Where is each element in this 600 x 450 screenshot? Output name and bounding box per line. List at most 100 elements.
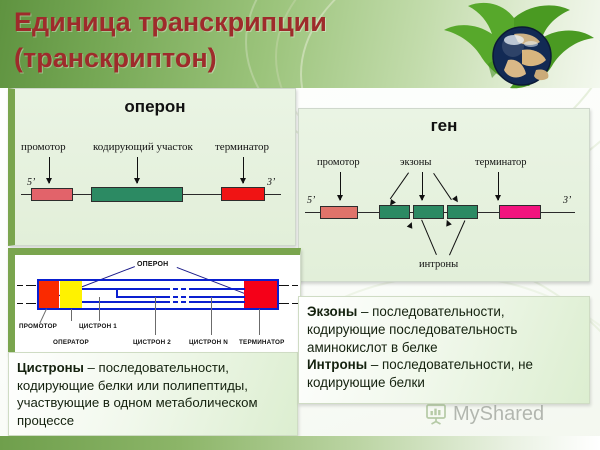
cistron-leader-cistronN [211, 297, 212, 335]
exon-definition-term: Экзоны [307, 304, 358, 319]
page-title-line-1: Единица транскрипции [14, 7, 327, 37]
cistron-flank-left-bottom [17, 303, 23, 304]
gene-diagram-panel: ген промотор экзоны терминатор интроны 5… [298, 108, 590, 282]
cistron-flank-left-top [17, 285, 23, 286]
exon-intron-definition-block: Экзоны – последовательности, кодирующие … [298, 296, 590, 404]
cistron-label-promoter: ПРОМОТОР [19, 323, 58, 330]
operon-arrow-promoter [46, 157, 52, 184]
gene-segment-exon-3 [447, 205, 478, 219]
cistron-frame-right [277, 279, 279, 310]
cistron-strand-2-base [189, 301, 245, 303]
gene-segment-exon-2 [413, 205, 444, 219]
cistron-ellipsis-b2 [181, 296, 186, 298]
operon-five-prime-label: 5’ [27, 177, 36, 188]
operon-arrow-coding [134, 157, 140, 184]
presentation-chart-icon [426, 404, 446, 425]
operon-segment-terminator [221, 187, 265, 201]
operon-label-terminator: терминатор [215, 141, 270, 153]
operon-panel-title: оперон [124, 97, 186, 116]
cistron-terminator-box [244, 281, 277, 308]
gene-label-promoter: промотор [317, 157, 360, 168]
cistron-ellipsis-a1 [173, 288, 178, 290]
exon-definition-body: последовательности, кодирующие последова… [307, 304, 518, 355]
intron-definition-term: Интроны [307, 357, 368, 373]
page-title-line-2: (транскриптон) [14, 43, 217, 74]
operon-arrow-terminator [240, 157, 246, 184]
cistron-label-cistronN: ЦИСТРОН N [189, 339, 229, 346]
gene-arrow-intron-2 [449, 220, 466, 256]
cistron-label-terminator: ТЕРМИНАТОР [239, 339, 285, 346]
gene-arrow-exon-2 [419, 172, 425, 201]
operon-three-prime-label: 3’ [267, 177, 276, 188]
gene-panel-title: ген [430, 116, 458, 135]
cistron-ellipsis-b1 [173, 296, 178, 298]
watermark: MyShared [424, 402, 544, 426]
cistron-ellipsis-a2 [181, 288, 186, 290]
cistron-schematic-title: ОПЕРОН [137, 261, 169, 268]
cistron-definition-term: Цистроны [17, 360, 84, 375]
cistron-label-operator: ОПЕРАТОР [53, 339, 89, 346]
gene-segment-terminator [499, 205, 541, 219]
gene-arrow-terminator [495, 172, 501, 201]
operon-label-promoter: промотор [21, 141, 66, 153]
gene-arrow-exon-1 [389, 172, 409, 200]
cistron-definition-body: последовательности, кодирующие белки или… [17, 360, 258, 428]
gene-arrow-promoter [337, 172, 343, 201]
cistron-operator-box [60, 281, 82, 308]
gene-arrow-exon-3 [433, 173, 452, 201]
gene-segment-exon-1 [379, 205, 410, 219]
cistron-leader-terminator [259, 309, 260, 335]
cistron-strand-1-base [82, 301, 170, 303]
cistron-leader-cistron1 [99, 297, 100, 321]
cistron-frame-bottom [37, 308, 279, 310]
page-title: Единица транскрипции (транскриптон) [14, 4, 484, 76]
cistron-flank-right-top2 [292, 285, 298, 286]
operon-label-coding: кодирующий участок [93, 141, 193, 153]
gene-five-prime-label: 5’ [307, 195, 316, 206]
cistron-strand-2-upper [189, 288, 245, 290]
globe-icon [492, 26, 552, 86]
cistron-leader-operator [71, 309, 72, 321]
cistron-flank-right-bottom2 [292, 303, 298, 304]
cistron-leader-promoter [39, 308, 47, 324]
cistron-strand-1-lower [118, 296, 170, 298]
intron-definition-body: последовательности, не кодирующие белки [307, 357, 533, 391]
cistron-flank-right-top [279, 285, 289, 286]
exon-definition-dash: – [357, 304, 373, 319]
exon-definition: Экзоны – последовательности, кодирующие … [307, 303, 582, 356]
leaf-icon [444, 2, 594, 89]
operon-segment-coding-region [91, 187, 183, 202]
cistron-schematic-panel: ОПЕРОН [8, 248, 301, 354]
cistron-definition-dash: – [83, 360, 99, 375]
cistron-frame-top [37, 279, 279, 281]
gene-label-exons: экзоны [400, 157, 432, 168]
gene-arrowhead-intron-1 [406, 221, 415, 229]
cistron-strand-1-step [116, 288, 118, 298]
intron-definition: Интроны – последовательности, не кодирую… [307, 356, 582, 392]
gene-three-prime-label: 3’ [563, 195, 572, 206]
cistron-leader-cistron2 [155, 297, 156, 335]
cistron-frame-left [37, 279, 39, 310]
watermark-text: MyShared [453, 402, 545, 425]
operon-diagram-panel: оперон промотор кодирующий участок терми… [8, 88, 296, 246]
cistron-strand-2-mid [189, 296, 245, 298]
gene-arrowhead-intron-2 [444, 218, 452, 227]
cistron-promoter-box [39, 281, 59, 308]
intron-definition-dash: – [367, 357, 383, 373]
cistron-label-cistron2: ЦИСТРОН 2 [133, 339, 171, 346]
cistron-label-cistron1: ЦИСТРОН 1 [79, 323, 117, 330]
cistron-strand-1-upper [82, 288, 170, 290]
cistron-ellipsis-c2 [181, 301, 186, 303]
gene-arrowhead-exon-3 [452, 195, 461, 204]
footer-accent-bar [0, 436, 600, 450]
cistron-flank-left-top2 [26, 285, 36, 286]
gene-arrow-intron-1 [421, 219, 437, 255]
gene-segment-promoter [320, 206, 358, 219]
operon-segment-promoter [31, 188, 73, 201]
cistron-flank-right-bottom [279, 303, 289, 304]
cistron-flank-left-bottom2 [26, 303, 36, 304]
gene-label-terminator: терминатор [475, 157, 527, 168]
cistron-definition-block: Цистроны – последовательности, кодирующи… [8, 352, 298, 436]
leaf-globe-decoration [418, 0, 600, 106]
